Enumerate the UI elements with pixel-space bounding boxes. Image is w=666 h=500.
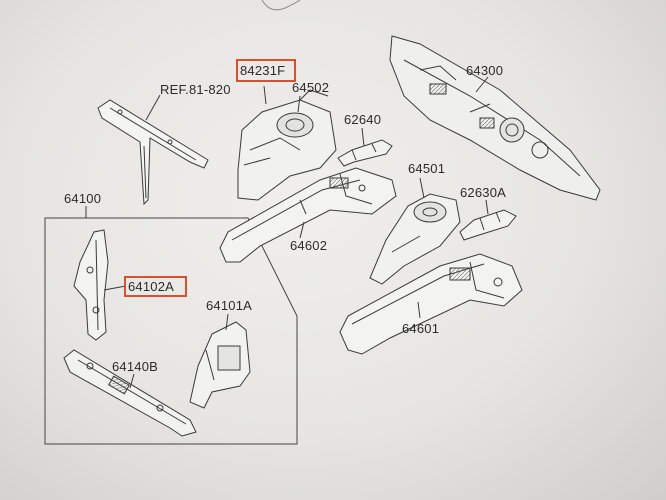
label-62630A: 62630A [460, 185, 507, 200]
leader-64501 [419, 177, 425, 199]
inset-panel-outline [44, 217, 298, 445]
leader-64601 [417, 301, 421, 319]
part-62630A-bracket [459, 209, 517, 241]
label-64602: 64602 [290, 238, 328, 253]
leader-64502 [297, 95, 301, 113]
part-64300-dash-panel [389, 35, 601, 201]
label-64100: 64100 [64, 191, 102, 206]
part-62640-bracket [337, 139, 393, 167]
part-64601-side-member [339, 253, 523, 355]
highlight-box-84231F [236, 59, 296, 82]
partial-circle-top [261, 0, 301, 11]
label-ref-81-820: REF.81-820 [160, 82, 231, 97]
leader-64300 [475, 76, 489, 93]
leader-64140B [129, 373, 135, 389]
part-64602-side-member [219, 167, 397, 263]
leader-ref [145, 94, 161, 121]
part-64102A-pillar [73, 229, 109, 341]
label-62640: 62640 [344, 112, 382, 127]
leader-84231F [263, 85, 267, 105]
label-64101A: 64101A [206, 298, 253, 313]
leader-62640 [361, 127, 365, 147]
part-64140B-rail [63, 349, 197, 437]
label-84231F: 84231F [240, 63, 286, 78]
leader-64602 [299, 221, 305, 239]
label-64140B: 64140B [112, 359, 159, 374]
leader-64101A [225, 313, 229, 331]
part-64101A-bracket [189, 321, 251, 409]
label-64502: 64502 [292, 80, 330, 95]
part-64501-wheel-housing [369, 193, 461, 285]
part-64502-wheel-housing [237, 89, 337, 201]
leader-64102A [103, 285, 127, 291]
label-64102A: 64102A [128, 279, 175, 294]
leader-62630A [485, 199, 489, 215]
label-64601: 64601 [402, 321, 440, 336]
part-ref-81-820-bracket [97, 99, 209, 206]
highlight-box-64102A [124, 276, 187, 297]
label-64501: 64501 [408, 161, 446, 176]
label-64300: 64300 [466, 63, 504, 78]
